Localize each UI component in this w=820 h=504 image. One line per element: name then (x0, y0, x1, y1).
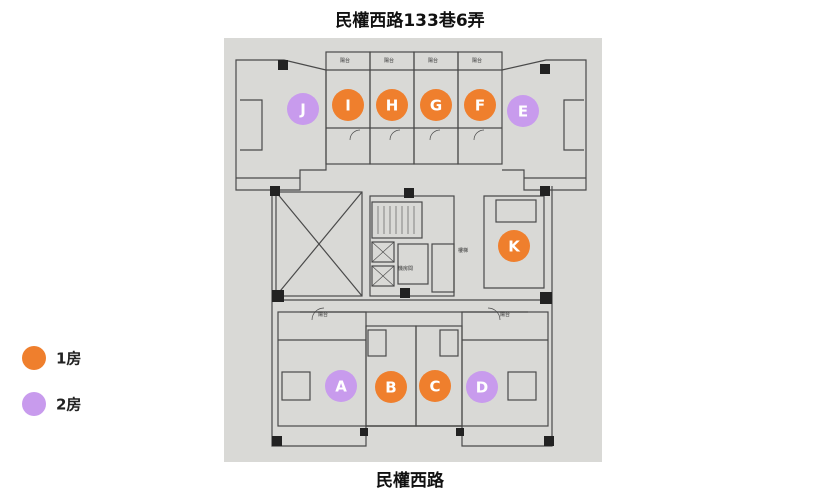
unit-label-b: B (385, 379, 396, 397)
unit-label-i: I (345, 97, 351, 115)
plan-background (224, 38, 602, 462)
legend-swatch-2room (22, 392, 46, 416)
unit-marker-a[interactable]: A (325, 370, 357, 402)
unit-marker-h[interactable]: H (376, 89, 408, 121)
legend-item-1room: 1房 (22, 346, 81, 370)
balcony-label: 陽台 (384, 57, 394, 64)
unit-circle-j (287, 93, 319, 125)
unit-label-d: D (476, 379, 488, 397)
plan-columns (270, 60, 554, 446)
legend-item-2room: 2房 (22, 392, 81, 416)
plan-walls (235, 51, 587, 447)
stair-label: 樓梯 (458, 247, 468, 254)
unit-circle-e (507, 95, 539, 127)
unit-circle-g (420, 89, 452, 121)
unit-label-a: A (335, 378, 347, 396)
diagram-title-top: 民權西路133巷6弄 (335, 11, 485, 31)
plan-small-labels: 陽台 陽台 陽台 陽台 機房間 樓梯 陽台 陽台 (318, 57, 510, 318)
unit-label-e: E (518, 103, 528, 121)
unit-marker-b[interactable]: B (375, 371, 407, 403)
balcony-label: 陽台 (340, 57, 350, 64)
unit-label-f: F (475, 97, 485, 115)
unit-marker-g[interactable]: G (420, 89, 452, 121)
unit-circle-f (464, 89, 496, 121)
balcony-label: 陽台 (500, 311, 510, 318)
unit-label-c: C (429, 378, 440, 396)
diagram-title-bottom: 民權西路 (376, 471, 444, 491)
unit-marker-d[interactable]: D (466, 371, 498, 403)
balcony-label: 陽台 (428, 57, 438, 64)
unit-marker-i[interactable]: I (332, 89, 364, 121)
unit-circle-d (466, 371, 498, 403)
unit-circle-i (332, 89, 364, 121)
balcony-label: 陽台 (472, 57, 482, 64)
legend-swatch-1room (22, 346, 46, 370)
unit-label-k: K (508, 238, 521, 256)
unit-circle-k (498, 230, 530, 262)
unit-label-g: G (430, 97, 442, 115)
unit-marker-c[interactable]: C (419, 370, 451, 402)
unit-marker-k[interactable]: K (498, 230, 530, 262)
balcony-label: 陽台 (318, 311, 328, 318)
legend-label-1room: 1房 (56, 349, 82, 368)
legend-label-2room: 2房 (56, 395, 82, 414)
unit-circle-a (325, 370, 357, 402)
machine-room-label: 機房間 (398, 265, 413, 272)
unit-label-h: H (386, 97, 399, 115)
unit-marker-e[interactable]: E (507, 95, 539, 127)
unit-markers: J I H G F E K A (287, 89, 539, 403)
unit-circle-b (375, 371, 407, 403)
unit-circle-h (376, 89, 408, 121)
unit-marker-j[interactable]: J (287, 93, 319, 125)
unit-marker-f[interactable]: F (464, 89, 496, 121)
unit-circle-c (419, 370, 451, 402)
unit-label-j: J (299, 101, 306, 119)
